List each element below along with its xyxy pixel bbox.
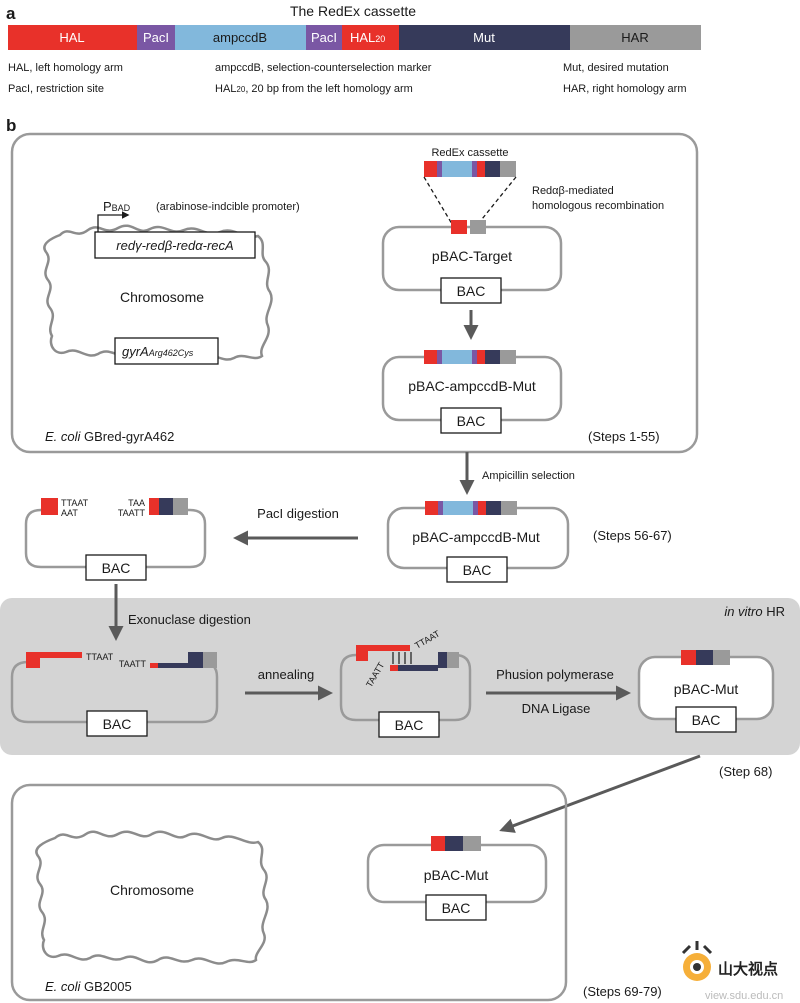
in-vitro-hr-title: in vitro HR	[724, 604, 785, 619]
phusion-label: Phusion polymerase	[496, 667, 614, 682]
chromosome-1-label: Chromosome	[120, 289, 204, 305]
segment-hal20	[342, 25, 399, 50]
small-cassette-label: RedEx cassette	[431, 147, 508, 159]
chromosome-2-label: Chromosome	[110, 882, 194, 898]
panel-b-label: b	[6, 116, 16, 135]
operon-label: redγ-redβ-redα-recA	[116, 238, 233, 253]
watermark-text: 山大视点	[718, 960, 778, 978]
exo-end-1: TTAAT	[86, 652, 114, 662]
left-end-top: TTAAT	[61, 498, 89, 508]
segment-har	[570, 25, 701, 50]
bac-label-2: BAC	[457, 413, 486, 429]
legend-mut: Mut, desired mutation	[563, 62, 669, 74]
step-68: (Step 68)	[719, 764, 772, 779]
promoter-desc: (arabinose-indcible promoter)	[156, 201, 300, 213]
exo-end-2: TAATT	[119, 659, 147, 669]
bac-label-7: BAC	[692, 712, 721, 728]
strain-2-label: E. coli GB2005	[45, 979, 132, 994]
ampicillin-selection-label: Ampicillin selection	[482, 470, 575, 482]
strain-1-label: E. coli GBred-gyrA462	[45, 429, 174, 444]
cassette-bar: HAL PacI ampccdB PacI HAL20 Mut HAR	[8, 25, 701, 50]
steps-1-55: (Steps 1-55)	[588, 429, 660, 444]
panel-a-label: a	[6, 4, 16, 23]
segment-ampccdb-label: ampccdB	[213, 30, 267, 45]
pbac-mut-label-1: pBAC-Mut	[674, 681, 739, 697]
pbac-target-label: pBAC-Target	[432, 248, 512, 264]
annealed-plasmid	[339, 653, 472, 722]
bac-label-6: BAC	[395, 717, 424, 733]
legend-hal20: HAL20, 20 bp from the left homology arm	[215, 83, 413, 95]
bac-label-4: BAC	[102, 560, 131, 576]
exo-plasmid	[10, 660, 219, 724]
segment-paci-1	[137, 25, 175, 50]
segment-hal20-main: HAL	[350, 30, 375, 45]
segment-mut	[399, 25, 570, 50]
segment-paci-1-label: PacI	[143, 30, 169, 45]
linearized-plasmid	[24, 508, 207, 569]
ecoli-gbred-box	[10, 132, 699, 454]
right-end-bottom: TAATT	[118, 508, 146, 518]
pbac-ampccdb-mut-label-2: pBAC-ampccdB-Mut	[412, 529, 540, 545]
legend-har: HAR, right homology arm	[563, 83, 687, 95]
small-cassette	[424, 161, 516, 177]
chromosome-2-shape	[35, 830, 269, 965]
legend-paci: PacI, restriction site	[8, 83, 104, 95]
gyra-label: gyrAArg462Cys	[122, 344, 194, 359]
gyra-box	[114, 337, 219, 365]
bac-label-1: BAC	[457, 283, 486, 299]
segment-paci-2	[306, 25, 342, 50]
segment-hal20-sub: 20	[375, 34, 385, 44]
segment-hal-label: HAL	[59, 30, 84, 45]
bac-label-5: BAC	[103, 716, 132, 732]
segment-har-label: HAR	[621, 30, 648, 45]
promoter-label: PBAD	[103, 199, 131, 214]
exonuclease-label: Exonuclase digestion	[128, 612, 251, 627]
right-end-top: TAA	[128, 498, 145, 508]
left-end-bottom: AAT	[61, 508, 78, 518]
bac-label-8: BAC	[442, 900, 471, 916]
watermark-url: view.sdu.edu.cn	[705, 990, 783, 1002]
bac-label-3: BAC	[463, 562, 492, 578]
segment-hal	[8, 25, 137, 50]
in-vitro-hr-panel	[0, 598, 800, 755]
legend-hal: HAL, left homology arm	[8, 62, 123, 74]
annealing-label: annealing	[258, 667, 314, 682]
ecoli-gb2005-box	[10, 783, 568, 1002]
segment-ampccdb	[175, 25, 306, 50]
watermark-logo	[681, 941, 713, 981]
promoter-arrow	[97, 211, 130, 232]
segment-mut-label: Mut	[473, 30, 495, 45]
pbac-mut-label-2: pBAC-Mut	[424, 867, 489, 883]
cassette-legend: HAL, left homology arm PacI, restriction…	[8, 62, 687, 95]
paci-digestion-label: PacI digestion	[257, 506, 339, 521]
ligase-label: DNA Ligase	[522, 701, 591, 716]
steps-56-67: (Steps 56-67)	[593, 528, 672, 543]
recomb-line2: homologous recombination	[532, 200, 664, 212]
chromosome-1-shape	[43, 224, 273, 361]
operon-box	[94, 231, 256, 259]
legend-ampccdb: ampccdB, selection-counterselection mark…	[215, 62, 432, 74]
segment-paci-2-label: PacI	[311, 30, 337, 45]
cassette-title: The RedEx cassette	[290, 3, 416, 19]
pbac-ampccdb-mut-label-1: pBAC-ampccdB-Mut	[408, 378, 536, 394]
steps-69-79: (Steps 69-79)	[583, 984, 662, 999]
segment-hal20-label: HAL20	[350, 30, 385, 45]
recomb-line1: Redαβ-mediated	[532, 185, 614, 197]
